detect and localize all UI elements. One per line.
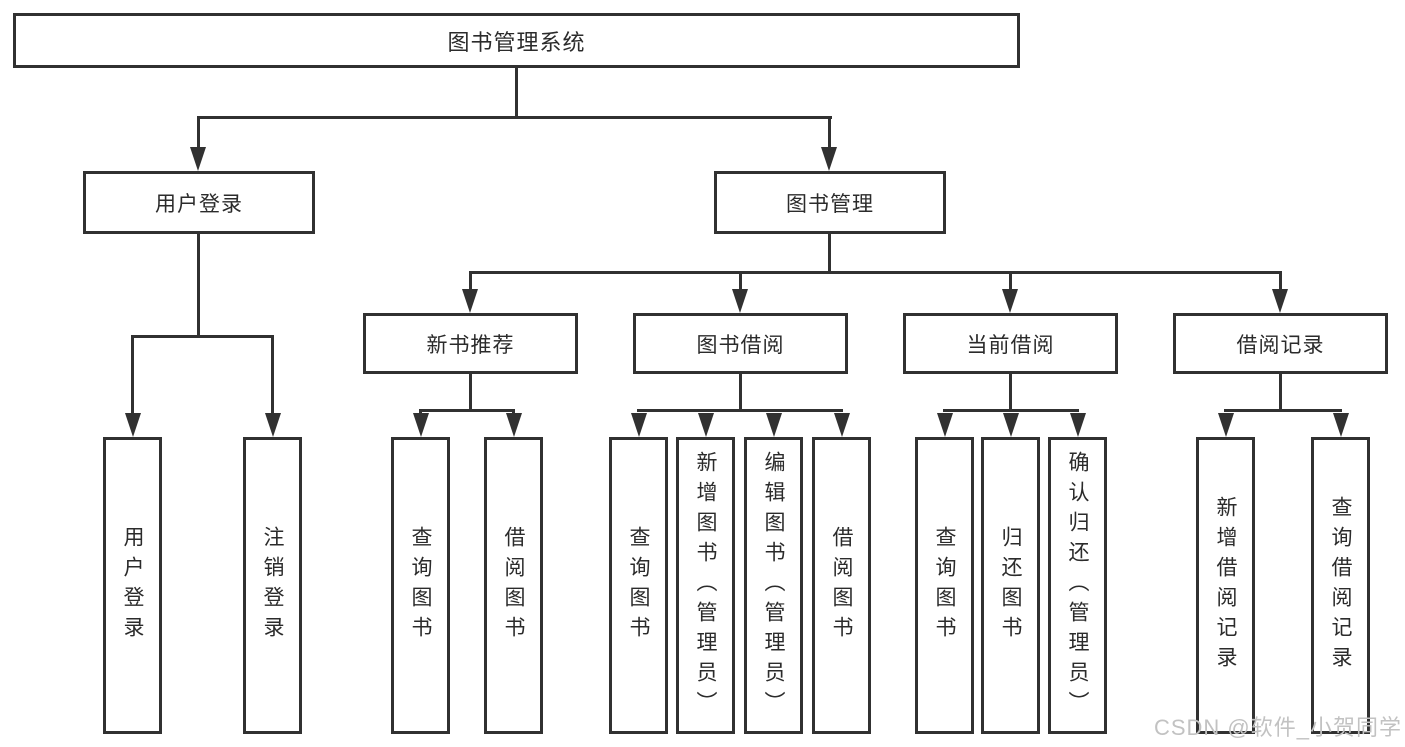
node-label: 图书管理 <box>786 192 874 216</box>
arrowhead-icon <box>125 413 141 437</box>
arrowhead-icon <box>766 413 782 437</box>
node-book-management: 图书管理 <box>714 171 946 234</box>
node-current-borrow: 当前借阅 <box>903 313 1118 374</box>
arrowhead-icon <box>1003 413 1019 437</box>
connector-line <box>469 374 472 411</box>
connector-line <box>197 234 200 337</box>
connector-line <box>469 271 1282 274</box>
node-leaf-confirm-return-admin: 确认归还（管理员） <box>1048 437 1107 734</box>
connector-line <box>1009 374 1012 411</box>
arrowhead-icon <box>937 413 953 437</box>
node-leaf-user-login: 用户登录 <box>103 437 162 734</box>
node-label: 查询图书 <box>933 525 956 646</box>
node-root-label: 图书管理系统 <box>447 29 586 55</box>
node-leaf-return-book: 归还图书 <box>981 437 1040 734</box>
node-leaf-query-books-borrow: 查询图书 <box>609 437 668 734</box>
node-label: 查询借阅记录 <box>1329 495 1352 676</box>
node-leaf-add-borrow-record: 新增借阅记录 <box>1196 437 1255 734</box>
node-label: 当前借阅 <box>966 333 1055 357</box>
connector-line <box>637 409 843 412</box>
node-label: 借阅图书 <box>502 525 525 646</box>
connector-line <box>1279 271 1282 293</box>
arrowhead-icon <box>1070 413 1086 437</box>
node-leaf-query-books-recommend: 查询图书 <box>391 437 450 734</box>
connector-line <box>271 335 274 415</box>
node-leaf-add-book-admin: 新增图书（管理员） <box>676 437 735 734</box>
arrowhead-icon <box>506 413 522 437</box>
node-label: 查询图书 <box>409 525 432 646</box>
connector-line <box>131 335 134 415</box>
node-leaf-borrow-books-recommend: 借阅图书 <box>484 437 543 734</box>
connector-line <box>131 335 274 338</box>
arrowhead-icon <box>631 413 647 437</box>
connector-line <box>419 409 422 415</box>
arrowhead-icon <box>732 289 748 313</box>
connector-line <box>828 116 831 148</box>
connector-line <box>943 409 1079 412</box>
node-new-book-recommend: 新书推荐 <box>363 313 578 374</box>
node-borrow-records: 借阅记录 <box>1173 313 1388 374</box>
connector-line <box>1279 374 1282 411</box>
connector-line <box>197 116 832 119</box>
connector-line <box>739 374 742 411</box>
node-root: 图书管理系统 <box>13 13 1020 68</box>
arrowhead-icon <box>1333 413 1349 437</box>
node-label: 编辑图书（管理员） <box>762 450 785 721</box>
node-label: 新书推荐 <box>426 333 515 357</box>
node-label: 图书借阅 <box>696 333 785 357</box>
arrowhead-icon <box>698 413 714 437</box>
node-leaf-edit-book-admin: 编辑图书（管理员） <box>744 437 803 734</box>
node-leaf-logout: 注销登录 <box>243 437 302 734</box>
connector-line <box>469 271 472 293</box>
connector-line <box>197 116 200 148</box>
node-label: 用户登录 <box>121 525 144 646</box>
connector-line <box>512 409 515 415</box>
arrowhead-icon <box>1218 413 1234 437</box>
node-book-borrow: 图书借阅 <box>633 313 848 374</box>
arrowhead-icon <box>462 289 478 313</box>
connector-line <box>739 271 742 293</box>
node-label: 借阅图书 <box>830 525 853 646</box>
arrowhead-icon <box>1272 289 1288 313</box>
node-label: 新增借阅记录 <box>1214 495 1237 676</box>
node-label: 归还图书 <box>999 525 1022 646</box>
node-leaf-borrow-books: 借阅图书 <box>812 437 871 734</box>
node-label: 查询图书 <box>627 525 650 646</box>
csdn-watermark: CSDN @软件_小贺同学 <box>1153 715 1402 740</box>
node-leaf-query-books-current: 查询图书 <box>915 437 974 734</box>
node-label: 确认归还（管理员） <box>1066 450 1089 721</box>
arrowhead-icon <box>821 147 837 171</box>
arrowhead-icon <box>190 147 206 171</box>
arrowhead-icon <box>265 413 281 437</box>
connector-line <box>1224 409 1342 412</box>
arrowhead-icon <box>1002 289 1018 313</box>
node-leaf-query-borrow-record: 查询借阅记录 <box>1311 437 1370 734</box>
node-label: 借阅记录 <box>1236 333 1325 357</box>
arrowhead-icon <box>413 413 429 437</box>
node-label: 注销登录 <box>261 525 284 646</box>
connector-line <box>828 234 831 274</box>
connector-line <box>515 68 518 118</box>
node-label: 用户登录 <box>155 192 243 216</box>
node-label: 新增图书（管理员） <box>694 450 717 721</box>
node-user-login: 用户登录 <box>83 171 315 234</box>
connector-line <box>1009 271 1012 293</box>
arrowhead-icon <box>834 413 850 437</box>
connector-line <box>419 409 515 412</box>
